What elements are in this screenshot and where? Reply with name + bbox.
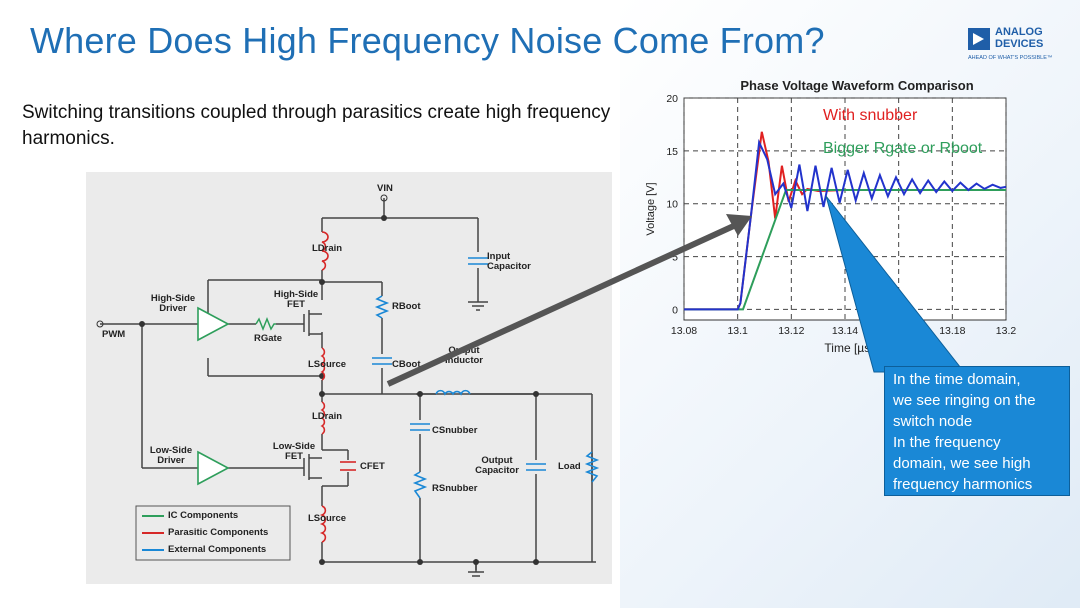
x-axis-label: Time [µs] (824, 341, 873, 355)
series-line-3 (684, 138, 1007, 311)
callout-line: we see ringing on the (893, 392, 1036, 409)
y-axis-label: Voltage [V] (645, 182, 657, 235)
x-tick-label: 13.14 (832, 325, 858, 337)
pwm-label: PWM (102, 329, 126, 340)
c-snubber-label: CSnubber (432, 425, 478, 436)
x-tick-label: 13.16 (886, 325, 912, 337)
l-drain-top-label: LDrain (312, 243, 343, 254)
logo-tagline: AHEAD OF WHAT'S POSSIBLE™ (968, 55, 1053, 61)
l-drain-bottom-label: LDrain (312, 411, 343, 422)
legend-external-components: External Components (168, 544, 267, 555)
buck-converter-schematic: VIN LDrain Input Capacitor High-Side Dri… (86, 172, 612, 584)
low-side-driver-label: Low-Side Driver (149, 445, 193, 466)
callout-line: switch node (893, 413, 973, 430)
r-gate-label: RGate (254, 333, 282, 344)
logo-line1: ANALOG (995, 26, 1043, 38)
slide-title: Where Does High Frequency Noise Come Fro… (30, 20, 825, 61)
high-side-fet-label: High-Side FET (273, 289, 319, 310)
x-tick-label: 13.12 (778, 325, 804, 337)
load-label: Load (558, 461, 581, 472)
l-source-top-label: LSource (308, 359, 347, 370)
chart-title: Phase Voltage Waveform Comparison (740, 78, 973, 93)
series-label-bigger-rgate: Bigger Rgate or Rboot (823, 140, 983, 157)
slide-subtitle: Switching transitions coupled through pa… (22, 102, 611, 149)
callout-line: In the time domain, (893, 371, 1021, 388)
callout-line: frequency harmonics (893, 476, 1033, 493)
r-snubber-label: RSnubber (432, 483, 478, 494)
high-side-driver-label: High-Side Driver (150, 293, 196, 314)
x-tick-label: 13.08 (671, 325, 697, 337)
c-fet-label: CFET (360, 461, 385, 472)
legend-parasitic-components: Parasitic Components (168, 527, 269, 538)
explanation-callout: In the time domain, we see ringing on th… (884, 366, 1070, 496)
callout-line: domain, we see high (893, 455, 1031, 472)
low-side-fet-label: Low-Side FET (272, 441, 316, 462)
input-capacitor-label: Input Capacitor (487, 251, 531, 272)
l-source-bottom-label: LSource (308, 513, 347, 524)
waveform-chart-svg: 13.08 13.1 13.12 13.14 13.16 13.18 13.2 0 5 10 15 2… (645, 78, 1017, 355)
series-label-with-snubber: With snubber (823, 107, 918, 124)
vin-label: VIN (377, 183, 393, 194)
y-tick-label: 15 (666, 146, 678, 158)
x-tick-label: 13.1 (727, 325, 748, 337)
y-tick-label: 20 (666, 93, 678, 105)
callout-line: In the frequency (893, 434, 1001, 451)
x-tick-label: 13.18 (939, 325, 965, 337)
analog-devices-logo: ANALOG DEVICES AHEAD OF WHAT'S POSSIBLE™ (968, 26, 1068, 66)
y-tick-label: 5 (672, 252, 678, 264)
logo-line2: DEVICES (995, 38, 1044, 50)
legend-ic-components: IC Components (168, 510, 239, 521)
output-inductor-label: Output Inductor (434, 346, 494, 366)
output-capacitor-label: Output Capacitor (475, 455, 519, 476)
waveform-chart: 13.08 13.1 13.12 13.14 13.16 13.18 13.2 0 5 10 15 2… (640, 76, 1030, 358)
x-tick-label: 13.2 (996, 325, 1017, 337)
c-boot-label: CBoot (392, 359, 421, 370)
y-tick-label: 10 (666, 199, 678, 211)
y-tick-label: 0 (672, 304, 678, 316)
schematic-drawing (96, 194, 600, 577)
logo-mark-icon (968, 28, 990, 50)
r-boot-label: RBoot (392, 301, 421, 312)
